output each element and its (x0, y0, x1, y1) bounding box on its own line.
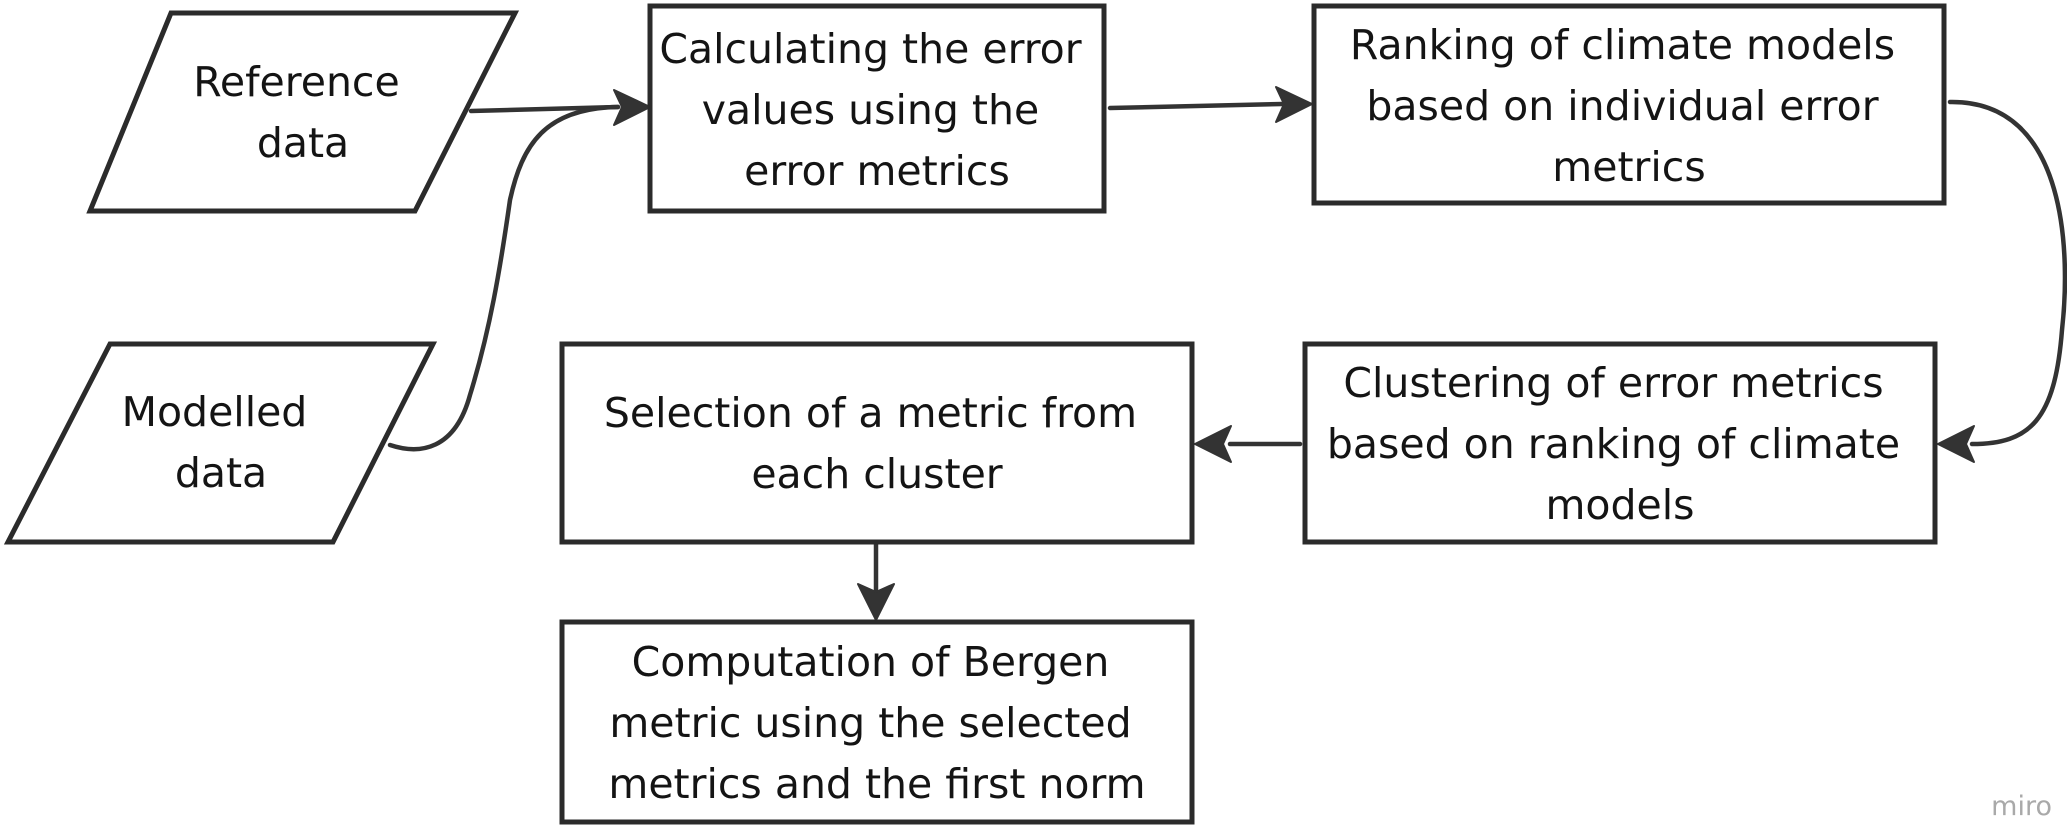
calculating-errors-line-2: values using the (702, 86, 1039, 134)
calculating-errors-label: Calculating the error values using the e… (659, 25, 1094, 195)
selection-metric-line-1: Selection of a metric from (604, 389, 1137, 437)
edge-ranking-to-clustering (1947, 99, 2067, 447)
modelled-data-label: Modelled data (122, 388, 321, 497)
selection-metric-shape (559, 341, 1195, 545)
bergen-metric-line-1: Computation of Bergen (632, 638, 1110, 686)
node-calculating-errors: Calculating the error values using the e… (647, 3, 1107, 214)
modelled-data-line-1: Modelled (122, 388, 308, 436)
calculating-errors-line-1: Calculating the error (659, 25, 1081, 73)
clustering-metrics-label: Clustering of error metrics based on ran… (1327, 359, 1913, 529)
arrowhead-selection (1194, 425, 1232, 463)
arrowhead-calculating-top (613, 89, 651, 126)
arrowhead-clustering (1937, 425, 1975, 463)
clustering-metrics-line-2: based on ranking of climate (1327, 420, 1900, 468)
arrowhead-ranking (1275, 86, 1313, 123)
node-bergen-metric: Computation of Bergen metric using the s… (559, 619, 1195, 825)
node-ranking-models: Ranking of climate models based on indiv… (1311, 3, 1947, 206)
ranking-models-label: Ranking of climate models based on indiv… (1350, 21, 1908, 191)
reference-data-shape (86, 10, 520, 214)
edge-modelled-to-calculating (387, 104, 621, 452)
reference-data-line-2: data (257, 119, 349, 167)
reference-data-line-1: Reference (193, 58, 399, 106)
ranking-models-shape (1311, 3, 1947, 206)
calculating-errors-line-3: error metrics (744, 147, 1010, 195)
ranking-models-line-1: Ranking of climate models (1350, 21, 1895, 69)
bergen-metric-label: Computation of Bergen metric using the s… (608, 638, 1145, 808)
node-clustering-metrics: Clustering of error metrics based on ran… (1302, 341, 1938, 545)
bergen-metric-line-2: metric using the selected (609, 699, 1131, 747)
selection-metric-label: Selection of a metric from each cluster (604, 389, 1150, 498)
edge-calculating-to-ranking (1107, 101, 1285, 111)
miro-watermark: miro (1991, 791, 2052, 822)
node-selection-metric: Selection of a metric from each cluster (559, 341, 1195, 545)
reference-data-label: Reference data (193, 58, 413, 167)
node-reference-data: Reference data (86, 10, 520, 214)
clustering-metrics-line-1: Clustering of error metrics (1343, 359, 1883, 407)
arrowhead-bergen (857, 583, 895, 621)
connectors (387, 86, 2067, 621)
modelled-data-line-2: data (175, 449, 267, 497)
clustering-metrics-line-3: models (1545, 481, 1694, 529)
ranking-models-line-3: metrics (1552, 143, 1705, 191)
bergen-metric-shape (559, 619, 1195, 825)
clustering-metrics-shape (1302, 341, 1938, 545)
calculating-errors-shape (647, 3, 1107, 214)
selection-metric-line-2: each cluster (751, 450, 1002, 498)
ranking-models-line-2: based on individual error (1366, 82, 1878, 130)
bergen-metric-line-3: metrics and the first norm (608, 760, 1145, 808)
modelled-data-shape (3, 341, 438, 545)
node-modelled-data: Modelled data (3, 341, 438, 545)
